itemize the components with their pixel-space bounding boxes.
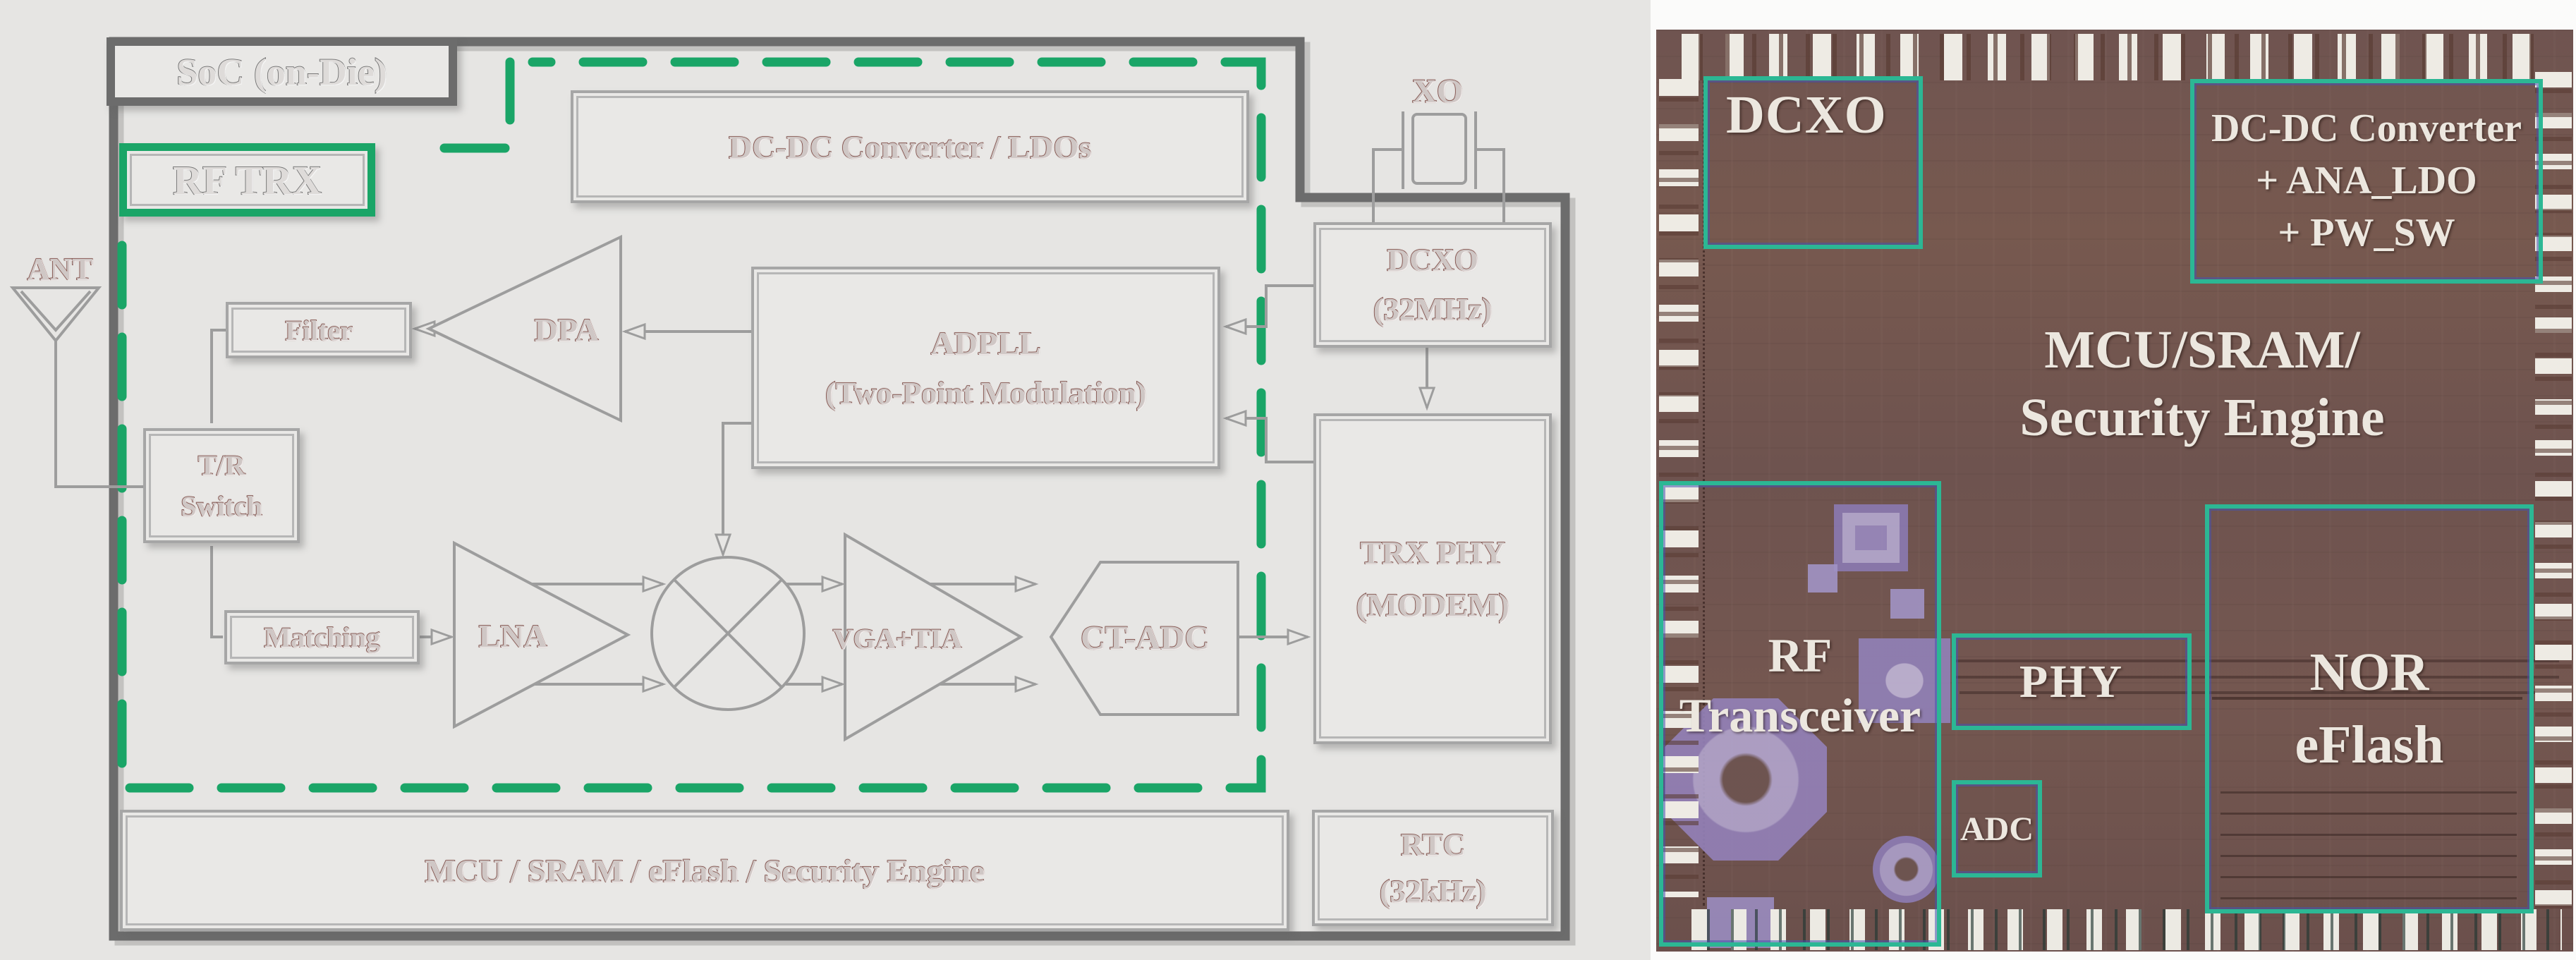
inductor-structure bbox=[1890, 589, 1924, 619]
dpa-label: DPA bbox=[534, 311, 600, 348]
die-mcu-line1: MCU/SRAM/ bbox=[2044, 320, 2360, 379]
rftrx-title-box: RF TRX bbox=[119, 143, 375, 217]
ant-label: ANT bbox=[27, 251, 94, 287]
dcxo-to-adpll-arrow bbox=[1222, 284, 1313, 336]
die-rf-line2: Transceiver bbox=[1679, 688, 1921, 742]
die-region-dcdc: DC-DC Converter + ANA_LDO + PW_SW bbox=[2190, 79, 2543, 284]
die-region-adc: ADC bbox=[1952, 780, 2042, 877]
adpll-block: ADPLL (Two-Point Modulation) bbox=[751, 267, 1220, 469]
trx-phy-label-line2: (MODEM) bbox=[1356, 586, 1510, 624]
die-phy-label: PHY bbox=[2019, 655, 2125, 707]
die-rf-label: RF Transceiver bbox=[1679, 626, 1921, 746]
die-dcdc-line3: + PW_SW bbox=[2278, 210, 2455, 255]
plus-label: + bbox=[895, 622, 912, 655]
die-nor-line2: eFlash bbox=[2295, 715, 2444, 774]
rtc-label-line2: (32kHz) bbox=[1379, 873, 1487, 909]
die-region-rf-transceiver: RF Transceiver bbox=[1659, 481, 1941, 947]
metal-trace bbox=[1960, 691, 2552, 694]
dcdc-converter-block: DC-DC Converter / LDOs bbox=[571, 90, 1249, 203]
vga-tia-amplifier-symbol bbox=[844, 532, 1023, 742]
adpll-label-line1: ADPLL bbox=[930, 324, 1042, 362]
ctadc-label-box: CT-ADC bbox=[1057, 616, 1233, 660]
trxphy-to-adpll-arrow bbox=[1222, 409, 1313, 463]
die-mcu-line2: Security Engine bbox=[2019, 387, 2385, 447]
trx-phy-block: TRX PHY (MODEM) bbox=[1313, 413, 1552, 744]
die-photo: DCXO DC-DC Converter + ANA_LDO + PW_SW M… bbox=[1656, 30, 2573, 952]
tr-switch-label-line2: Switch bbox=[180, 490, 262, 523]
signal-connectors bbox=[210, 284, 1436, 693]
matching-label: Matching bbox=[263, 621, 380, 654]
inductor-structure bbox=[1859, 638, 1950, 723]
tr-switch-label-line1: T/R bbox=[198, 449, 245, 482]
mcu-sram-label: MCU / SRAM / eFlash / Security Engine bbox=[424, 852, 985, 889]
rtc-label-line1: RTC bbox=[1400, 827, 1466, 863]
die-dcdc-label: DC-DC Converter + ANA_LDO + PW_SW bbox=[2211, 103, 2522, 260]
rftrx-title: RF TRX bbox=[172, 157, 322, 204]
die-dcdc-line1: DC-DC Converter bbox=[2211, 107, 2522, 151]
mcu-sram-block: MCU / SRAM / eFlash / Security Engine bbox=[120, 810, 1289, 931]
xo-label: XO bbox=[1411, 72, 1464, 111]
dcxo-label-line1: DCXO bbox=[1386, 242, 1478, 278]
tr-switch-block: T/R Switch bbox=[143, 428, 300, 543]
die-region-mcu: MCU/SRAM/ Security Engine bbox=[1955, 317, 2449, 452]
die-rf-line1: RF bbox=[1768, 628, 1833, 682]
trx-phy-label-line1: TRX PHY bbox=[1359, 534, 1505, 571]
filter-label: Filter bbox=[284, 314, 353, 347]
antenna-icon bbox=[9, 286, 143, 488]
lna-amplifier-symbol bbox=[453, 540, 631, 729]
crystal-icon bbox=[1372, 111, 1505, 222]
eflash-array-rows bbox=[2220, 791, 2517, 908]
bond-pads-top bbox=[1682, 34, 2552, 80]
soc-border-shadow bbox=[114, 42, 1576, 946]
rftrx-dashed-boundary bbox=[117, 57, 1266, 793]
vga-tia-label-box: VGA + TIA bbox=[832, 577, 962, 701]
adpll-label-line2: (Two-Point Modulation) bbox=[825, 375, 1147, 411]
vga-label: VGA bbox=[832, 622, 896, 655]
xo-label-box: XO bbox=[1398, 72, 1477, 111]
die-seal-ring bbox=[1703, 80, 1705, 906]
adpll-to-mixer-arrow bbox=[714, 422, 751, 558]
die-dcdc-line2: + ANA_LDO bbox=[2256, 159, 2477, 203]
soc-title-box: SoC (on-Die) bbox=[107, 37, 457, 106]
die-dcxo-label: DCXO bbox=[1726, 85, 1887, 145]
die-nor-label: NOR eFlash bbox=[2295, 636, 2443, 781]
dcxo-label-line2: (32MHz) bbox=[1373, 291, 1493, 327]
soc-title: SoC (on-Die) bbox=[176, 50, 387, 94]
die-nor-line1: NOR bbox=[2309, 643, 2429, 703]
ctadc-symbol bbox=[1049, 561, 1239, 716]
tia-label: TIA bbox=[911, 622, 962, 655]
rtc-block: RTC (32kHz) bbox=[1312, 810, 1554, 926]
trswitch-to-matching-line bbox=[210, 546, 223, 638]
dcdc-converter-label: DC-DC Converter / LDOs bbox=[728, 128, 1092, 166]
die-region-phy: PHY bbox=[1952, 633, 2192, 730]
lna-label: LNA bbox=[478, 617, 548, 655]
eflash-row-line bbox=[2212, 697, 2522, 700]
die-region-dcxo: DCXO bbox=[1703, 76, 1923, 249]
inductor-structure bbox=[1834, 504, 1908, 571]
bond-pads-left bbox=[1659, 79, 1699, 897]
dcxo-block: DCXO (32MHz) bbox=[1313, 222, 1552, 348]
soc-border bbox=[109, 37, 1570, 941]
die-mcu-label: MCU/SRAM/ Security Engine bbox=[1955, 317, 2449, 452]
ant-label-box: ANT bbox=[14, 250, 106, 287]
inductor-structure bbox=[1873, 836, 1940, 903]
filter-block: Filter bbox=[226, 302, 412, 358]
ctadc-label: CT-ADC bbox=[1080, 619, 1210, 657]
dpa-label-box: DPA bbox=[514, 308, 619, 351]
metal-trace bbox=[1952, 660, 2559, 662]
metal-trace bbox=[1952, 676, 2559, 679]
die-adc-label: ADC bbox=[1960, 810, 2034, 848]
dpa-amplifier-symbol bbox=[425, 234, 622, 423]
diagram-lines bbox=[9, 37, 1576, 946]
filter-to-trswitch-line bbox=[210, 329, 226, 423]
inductor-structure bbox=[1808, 564, 1837, 593]
mixer-icon bbox=[650, 556, 806, 711]
lna-label-box: LNA bbox=[460, 614, 566, 657]
die-region-nor-eflash: NOR eFlash bbox=[2205, 504, 2534, 913]
matching-block: Matching bbox=[224, 610, 420, 664]
soc-block-diagram: SoC (on-Die) RF TRX DC-DC Converter / LD… bbox=[0, 0, 1651, 960]
